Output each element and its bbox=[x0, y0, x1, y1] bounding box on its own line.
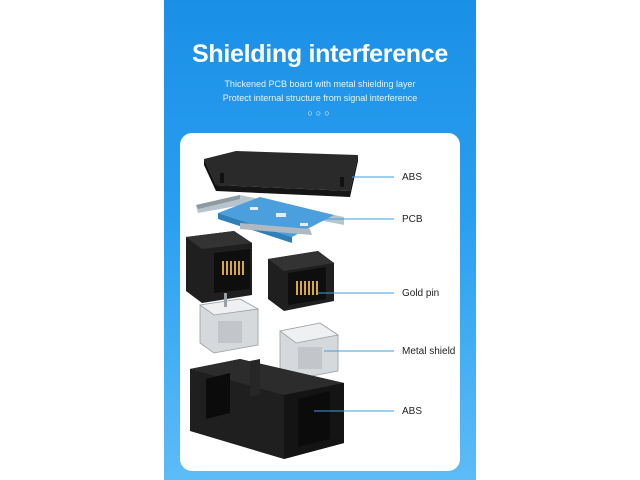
exploded-view-card: ABS PCB Gold pin Metal shield ABS bbox=[180, 133, 460, 471]
metal-shield-right bbox=[279, 322, 340, 380]
pcb-board bbox=[196, 195, 344, 243]
subtitle-line-2: Protect internal structure from signal i… bbox=[222, 93, 418, 103]
rj45-jack-left bbox=[186, 231, 252, 303]
pagination-dots: ○○○ bbox=[307, 108, 333, 118]
abs-bottom-housing bbox=[190, 359, 344, 459]
label-pcb: PCB bbox=[402, 214, 423, 225]
exploded-view-diagram bbox=[186, 151, 394, 459]
page-title: Shielding interference bbox=[192, 40, 448, 68]
label-abs-bottom: ABS bbox=[402, 406, 423, 417]
label-gold-pin: Gold pin bbox=[402, 288, 440, 299]
label-metal-shield: Metal shield bbox=[402, 346, 456, 357]
subtitle-line-1: Thickened PCB board with metal shielding… bbox=[224, 79, 416, 89]
abs-top-cover bbox=[204, 151, 358, 197]
product-panel: Shielding interference Thickened PCB boa… bbox=[164, 0, 476, 480]
metal-shield-left bbox=[198, 293, 260, 354]
rj45-jack-right bbox=[268, 251, 334, 311]
label-abs-top: ABS bbox=[402, 172, 423, 183]
leader-lines bbox=[314, 176, 394, 412]
